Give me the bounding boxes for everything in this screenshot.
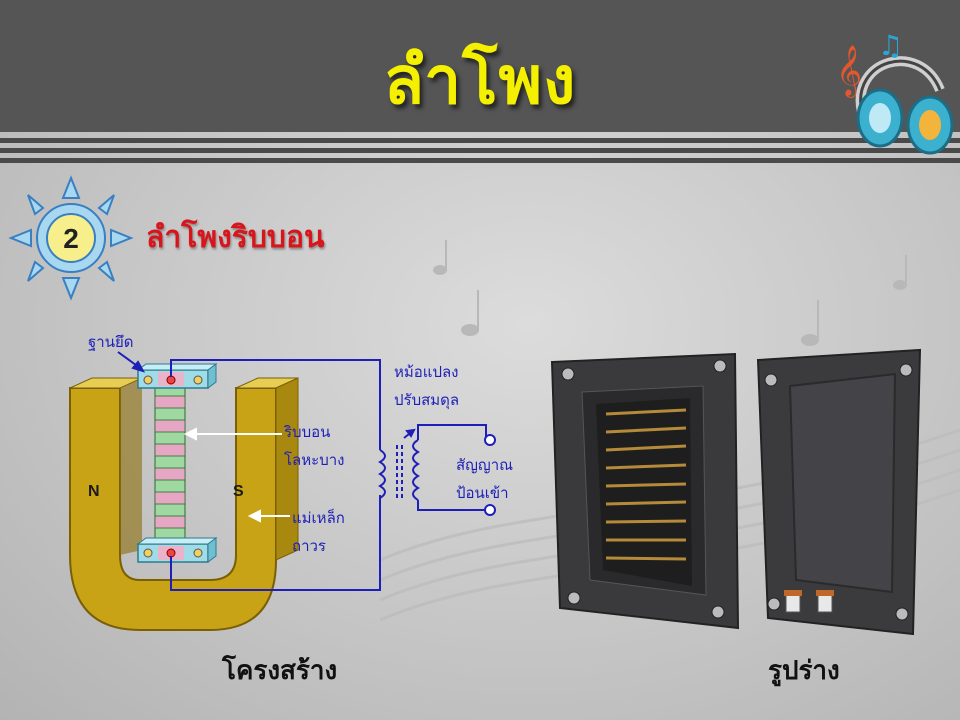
top-mount-base <box>136 363 218 389</box>
south-pole-label: S <box>233 483 244 500</box>
header-bar <box>0 0 960 132</box>
section-number: 2 <box>63 223 79 254</box>
header-stripe <box>0 158 960 163</box>
metal-ribbon <box>154 387 186 547</box>
label-magnet: แม่เหล็ก ถาวร <box>292 508 345 557</box>
speaker-front-photo <box>550 352 740 630</box>
caption-appearance: รูปร่าง <box>768 656 840 686</box>
speaker-rear-photo <box>756 348 922 636</box>
input-terminal <box>484 434 496 446</box>
label-base: ฐานยึด <box>88 333 134 351</box>
caption-structure: โครงสร้าง <box>222 656 338 686</box>
input-terminal <box>484 504 496 516</box>
label-signal-line2: ป้อนเข้า <box>456 484 509 502</box>
label-signal-line1: สัญญาณ <box>456 456 514 474</box>
label-magnet-line1: แม่เหล็ก <box>292 509 345 527</box>
label-transformer-line1: หม้อแปลง <box>394 363 459 381</box>
permanent-magnet <box>69 387 277 631</box>
wiring <box>170 359 487 591</box>
north-pole-label: N <box>88 483 100 500</box>
label-ribbon-line2: โลหะบาง <box>284 451 345 469</box>
label-ribbon: ริบบอน โลหะบาง <box>284 422 344 471</box>
bottom-mount-base <box>136 537 218 563</box>
header-stripe <box>0 138 960 143</box>
page-title: ลำโพง <box>383 42 577 119</box>
balance-transformer <box>378 428 420 501</box>
section-title: ลำโพงริบบอน <box>146 220 325 255</box>
label-magnet-line2: ถาวร <box>292 537 326 555</box>
header-stripe <box>0 148 960 153</box>
label-transformer-line2: ปรับสมดุล <box>394 391 460 409</box>
label-ribbon-line1: ริบบอน <box>284 423 331 441</box>
svg-text:♫: ♫ <box>878 29 903 62</box>
svg-text:𝄞: 𝄞 <box>836 45 862 98</box>
label-transformer: หม้อแปลง ปรับสมดุล <box>394 362 459 411</box>
label-input-signal: สัญญาณ ป้อนเข้า <box>456 455 513 504</box>
